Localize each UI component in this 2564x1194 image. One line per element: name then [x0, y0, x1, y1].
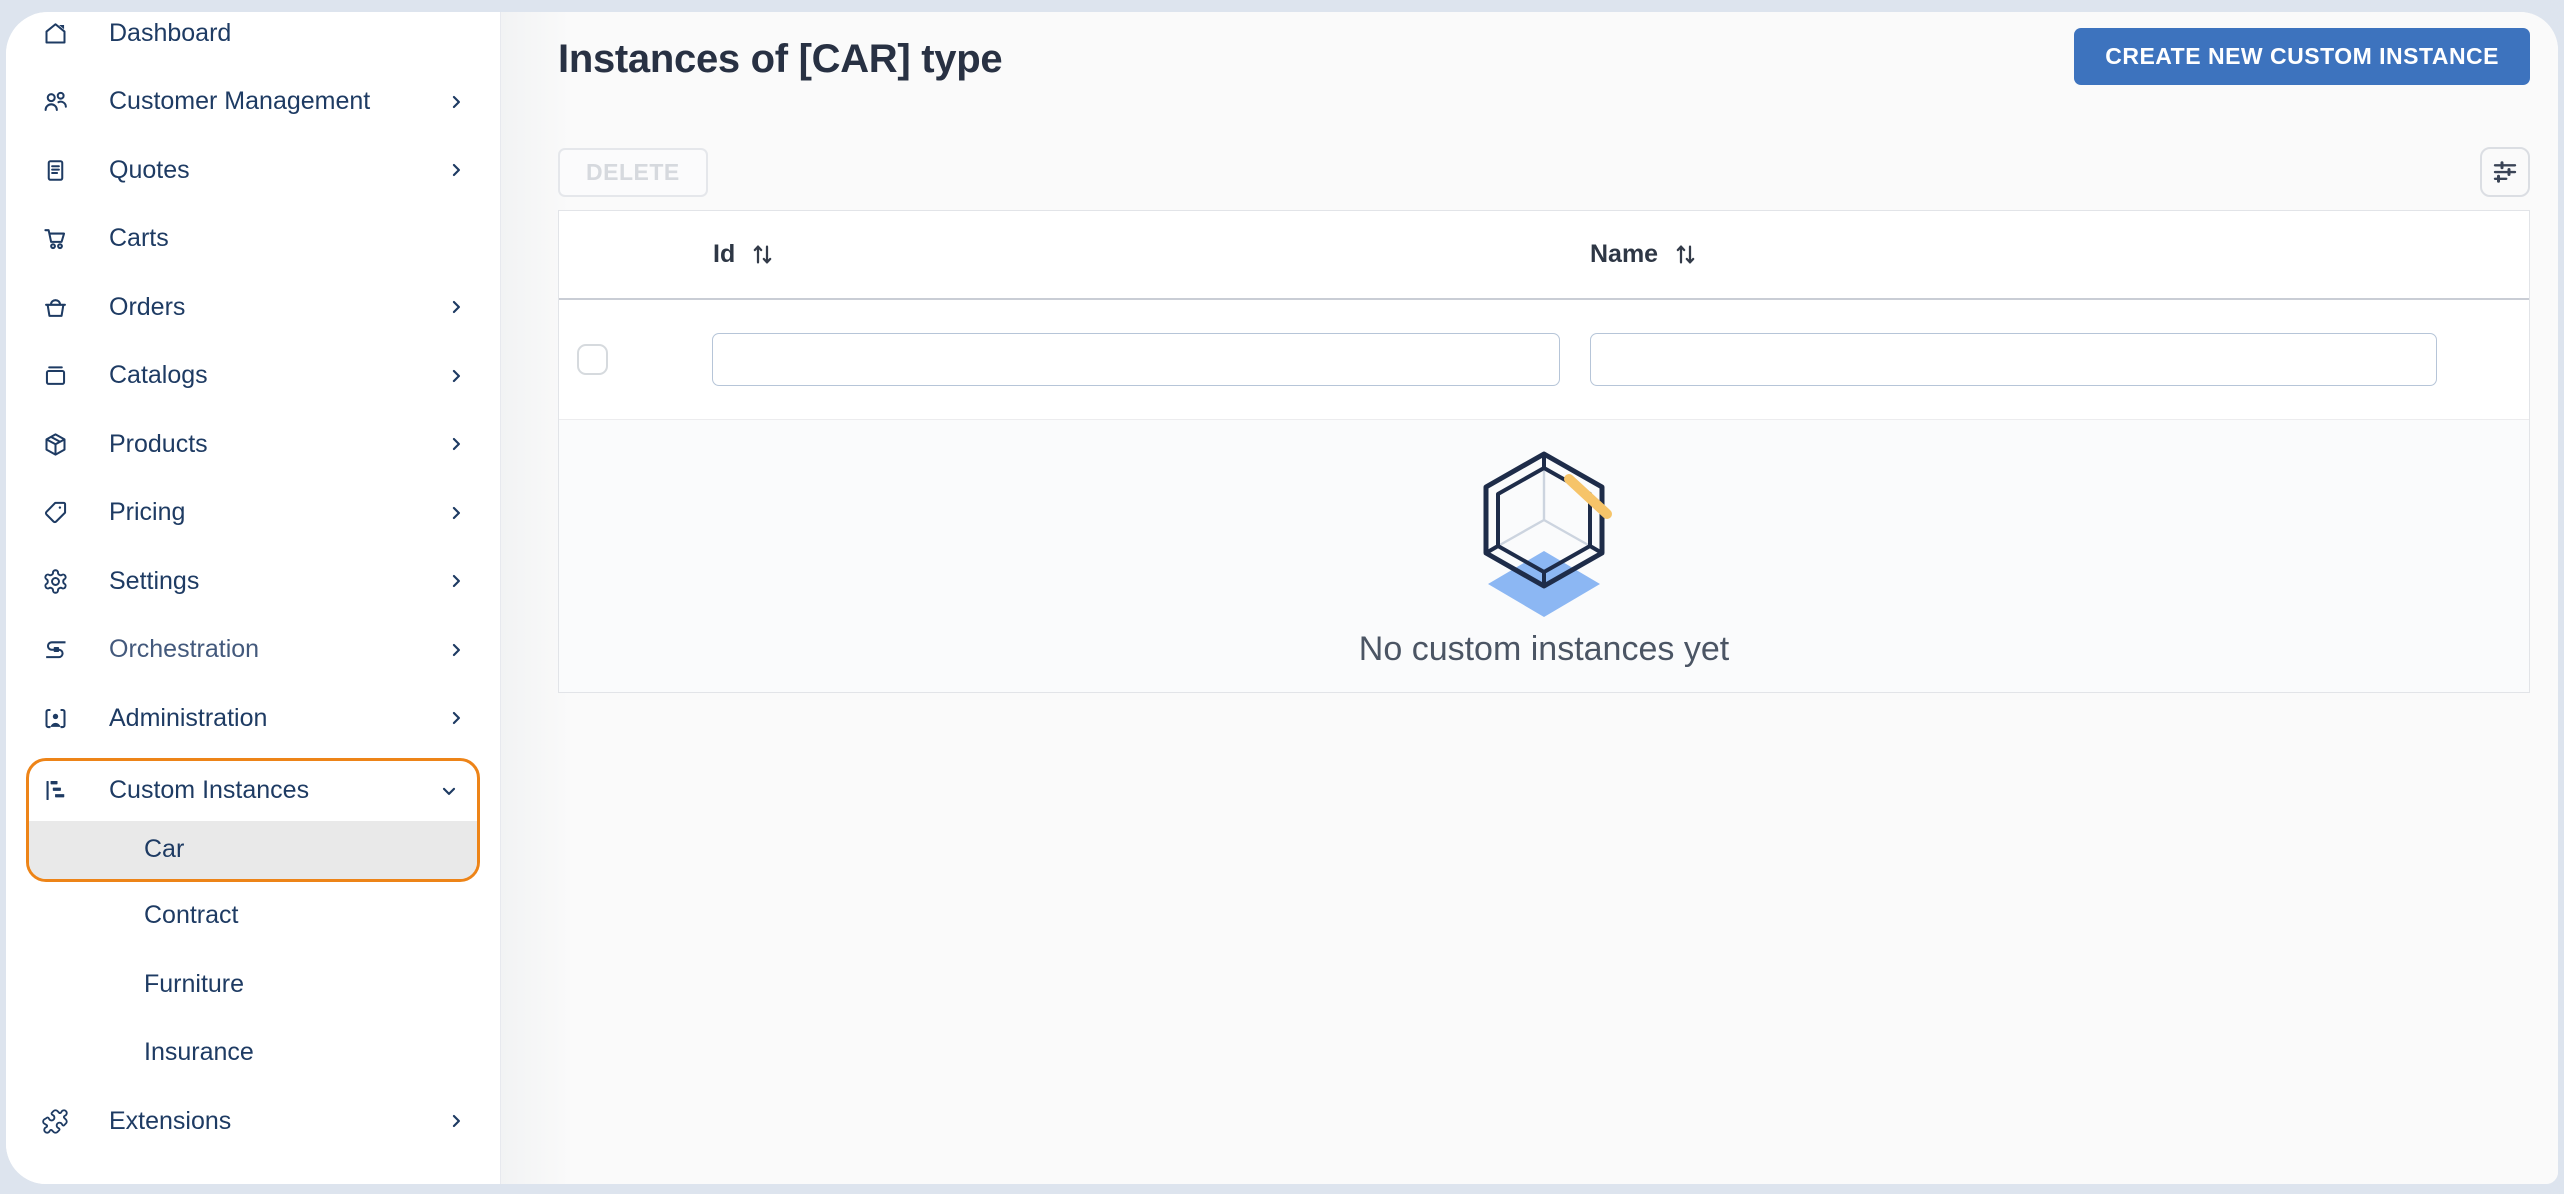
- sliders-icon: [2490, 157, 2520, 187]
- chevron-right-icon: [446, 1111, 466, 1131]
- chevron-right-icon: [446, 160, 466, 180]
- sidebar-item-customer-management[interactable]: Customer Management: [6, 68, 500, 137]
- column-header-name[interactable]: Name: [1590, 240, 2529, 269]
- chevron-down-icon: [439, 781, 459, 801]
- sidebar-item-label: Catalogs: [109, 361, 208, 390]
- sidebar-item-label: Dashboard: [109, 18, 232, 47]
- chevron-right-icon: [446, 640, 466, 660]
- select-all-checkbox[interactable]: [577, 344, 608, 375]
- customers-icon: [42, 88, 69, 115]
- table-header-row: Id Name: [559, 211, 2529, 300]
- sidebar-item-quotes[interactable]: Quotes: [6, 136, 500, 205]
- sidebar-subitem-insurance[interactable]: Insurance: [6, 1019, 500, 1088]
- chevron-right-icon: [446, 571, 466, 591]
- chevron-right-icon: [446, 503, 466, 523]
- main-header: Instances of [CAR] type CREATE NEW CUSTO…: [558, 12, 2530, 85]
- sidebar-subitem-furniture[interactable]: Furniture: [6, 950, 500, 1019]
- sidebar-item-label: Pricing: [109, 498, 186, 527]
- sidebar-subitem-contract[interactable]: Contract: [6, 882, 500, 951]
- sidebar-item-pricing[interactable]: Pricing: [6, 479, 500, 548]
- chevron-right-icon: [446, 708, 466, 728]
- sidebar-item-administration[interactable]: Administration: [6, 684, 500, 753]
- sidebar-item-label: Customer Management: [109, 87, 371, 116]
- main-content: Instances of [CAR] type CREATE NEW CUSTO…: [501, 12, 2558, 1184]
- sort-icon[interactable]: [1672, 241, 1699, 268]
- sort-icon[interactable]: [749, 241, 776, 268]
- delete-button[interactable]: DELETE: [558, 147, 708, 197]
- sidebar-subitem-label: Contract: [144, 901, 239, 930]
- sidebar-item-label: Extensions: [109, 1106, 232, 1135]
- quotes-icon: [42, 157, 69, 184]
- sidebar-subitem-label: Insurance: [144, 1038, 254, 1067]
- table-settings-button[interactable]: [2480, 147, 2530, 197]
- sidebar-item-orders[interactable]: Orders: [6, 273, 500, 342]
- sidebar-subitem-label: Furniture: [144, 969, 245, 998]
- gear-icon: [42, 568, 69, 595]
- orchestration-icon: [42, 636, 69, 663]
- table-toolbar: DELETE: [558, 147, 2530, 197]
- chevron-right-icon: [446, 434, 466, 454]
- pricing-icon: [42, 499, 69, 526]
- orders-icon: [42, 294, 69, 321]
- custom-instances-group: Custom Instances Car: [26, 757, 480, 882]
- empty-state-message: No custom instances yet: [1358, 629, 1730, 668]
- sidebar-item-custom-instances[interactable]: Custom Instances: [29, 761, 477, 821]
- instances-table: Id Name: [558, 210, 2530, 693]
- sidebar-item-label: Products: [109, 429, 208, 458]
- sidebar-subitem-car[interactable]: Car: [29, 820, 477, 879]
- chevron-right-icon: [446, 92, 466, 112]
- empty-cube-illustration: [1464, 444, 1624, 620]
- sidebar-item-label: Custom Instances: [109, 776, 310, 804]
- sidebar-item-label: Carts: [109, 224, 169, 253]
- app-window: Dashboard Customer Management Quotes: [6, 12, 2558, 1184]
- sidebar-item-products[interactable]: Products: [6, 410, 500, 479]
- sidebar-item-label: Orders: [109, 292, 186, 321]
- create-new-custom-instance-button[interactable]: CREATE NEW CUSTOM INSTANCE: [2074, 28, 2530, 85]
- products-icon: [42, 431, 69, 458]
- sidebar-item-settings[interactable]: Settings: [6, 547, 500, 616]
- sidebar-item-label: Settings: [109, 566, 200, 595]
- page-title: Instances of [CAR] type: [558, 37, 1003, 81]
- sidebar-item-extensions[interactable]: Extensions: [6, 1087, 500, 1156]
- column-label: Name: [1590, 240, 1659, 268]
- sidebar: Dashboard Customer Management Quotes: [6, 12, 501, 1184]
- sidebar-item-label: Quotes: [109, 155, 190, 184]
- catalogs-icon: [42, 362, 69, 389]
- sidebar-subitem-label: Car: [144, 835, 185, 863]
- extensions-icon: [42, 1108, 69, 1135]
- home-icon: [42, 20, 69, 47]
- sidebar-item-label: Administration: [109, 703, 268, 732]
- administration-icon: [42, 705, 69, 732]
- column-header-id[interactable]: Id: [713, 240, 1590, 269]
- chevron-right-icon: [446, 366, 466, 386]
- sidebar-item-orchestration[interactable]: Orchestration: [6, 616, 500, 685]
- id-filter-input[interactable]: [712, 333, 1560, 386]
- empty-state: No custom instances yet: [559, 419, 2529, 692]
- sidebar-item-catalogs[interactable]: Catalogs: [6, 342, 500, 411]
- sidebar-item-label: Orchestration: [109, 635, 260, 664]
- chevron-right-icon: [446, 297, 466, 317]
- table-filter-row: [559, 300, 2529, 419]
- sidebar-item-carts[interactable]: Carts: [6, 205, 500, 274]
- custom-instances-icon: [42, 777, 69, 804]
- name-filter-input[interactable]: [1590, 333, 2437, 386]
- sidebar-nav: Dashboard Customer Management Quotes: [6, 12, 500, 1156]
- sidebar-item-dashboard[interactable]: Dashboard: [6, 12, 500, 68]
- cart-icon: [42, 225, 69, 252]
- column-label: Id: [713, 240, 736, 268]
